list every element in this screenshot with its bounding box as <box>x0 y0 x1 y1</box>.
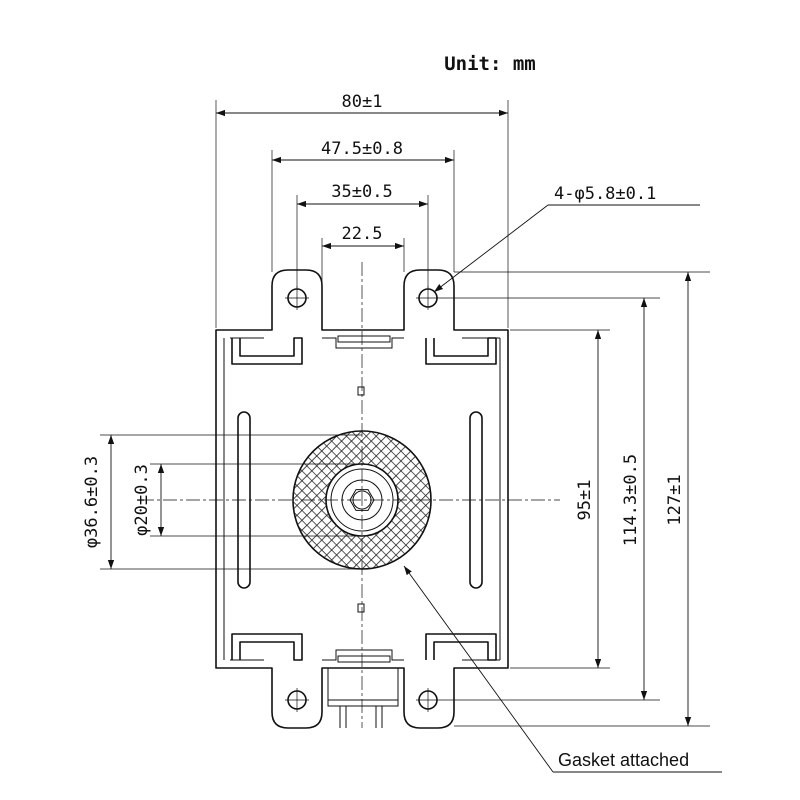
left-dimensions <box>100 434 362 570</box>
dim-gasket-outer-diameter: φ36.6±0.3 <box>82 456 102 548</box>
dim-overall-width: 80±1 <box>342 92 383 112</box>
mounting-plate <box>215 269 509 729</box>
bottom-pin-mark <box>357 603 365 613</box>
dim-inner-gap: 22.5 <box>342 224 383 244</box>
gasket-callout-label: Gasket attached <box>558 750 689 770</box>
dim-hole-spacing-horizontal: 35±0.5 <box>331 182 392 202</box>
hole-spec-leader <box>433 204 700 293</box>
dim-hole-spec: 4-φ5.8±0.1 <box>554 184 656 204</box>
mounting-holes <box>285 286 440 712</box>
dim-mounting-width: 47.5±0.8 <box>321 139 403 159</box>
unit-label: Unit: mm <box>444 53 536 75</box>
top-dimensions <box>215 100 509 328</box>
dim-plate-height: 114.3±0.5 <box>621 454 641 546</box>
gasket-callout-leader <box>403 565 722 773</box>
dim-hole-spacing-vertical: 95±1 <box>575 480 595 521</box>
bottom-center-tab <box>322 649 404 728</box>
top-center-tab <box>322 335 404 349</box>
right-dimensions <box>440 271 710 727</box>
top-pin-mark <box>357 386 365 396</box>
corner-brackets <box>231 337 497 661</box>
dim-overall-height: 127±1 <box>665 474 685 525</box>
dim-gasket-inner-diameter: φ20±0.3 <box>132 464 152 536</box>
